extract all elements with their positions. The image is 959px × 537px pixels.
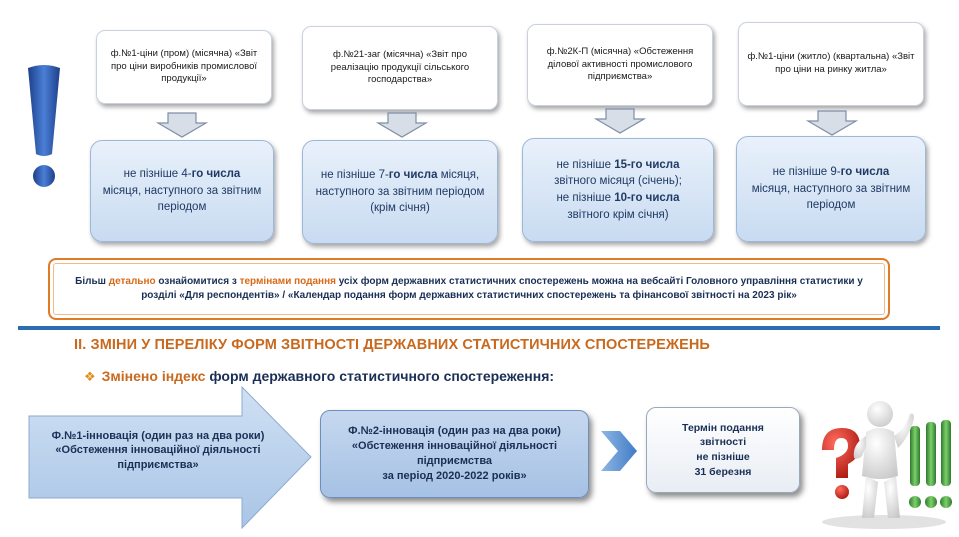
new-form-box: Ф.№2-інновація (один раз на два роки) «О…: [320, 410, 589, 498]
thinking-figure-icon: [822, 401, 952, 529]
form-box-4: ф.№1-ціни (житло) (квартальна) «Звіт про…: [738, 22, 924, 106]
down-arrow-icon: [594, 108, 646, 134]
diamond-bullet-icon: ❖: [84, 369, 96, 384]
info-box: Більш детально ознайомитися з термінами …: [48, 258, 890, 320]
form-box-3: ф.№2К-П (місячна) «Обстеження ділової ак…: [527, 24, 713, 106]
deadline-term-box: Термін подання звітності не пізніше 31 б…: [646, 407, 800, 493]
down-arrow-icon: [806, 110, 858, 136]
chevron-right-icon: [601, 431, 637, 471]
sub-title: ❖Змінено індекс форм державного статисти…: [84, 368, 555, 384]
right-arrow-shape: [28, 386, 312, 529]
form-box-1: ф.№1-ціни (пром) (місячна) «Звіт про цін…: [96, 30, 272, 104]
section-divider: [18, 326, 940, 330]
down-arrow-icon: [156, 112, 208, 138]
down-arrow-icon: [376, 112, 428, 138]
form-box-2: ф.№21-заг (місячна) «Звіт про реалізацію…: [302, 26, 498, 110]
exclamation-icon: [28, 65, 60, 187]
old-form-label: Ф.№1-інновація (один раз на два роки) «О…: [51, 430, 265, 471]
deadline-box-2: не пізніше 7-го числа місяця,наступного …: [302, 140, 498, 244]
section-title: ІІ. ЗМІНИ У ПЕРЕЛІКУ ФОРМ ЗВІТНОСТІ ДЕРЖ…: [74, 337, 710, 353]
